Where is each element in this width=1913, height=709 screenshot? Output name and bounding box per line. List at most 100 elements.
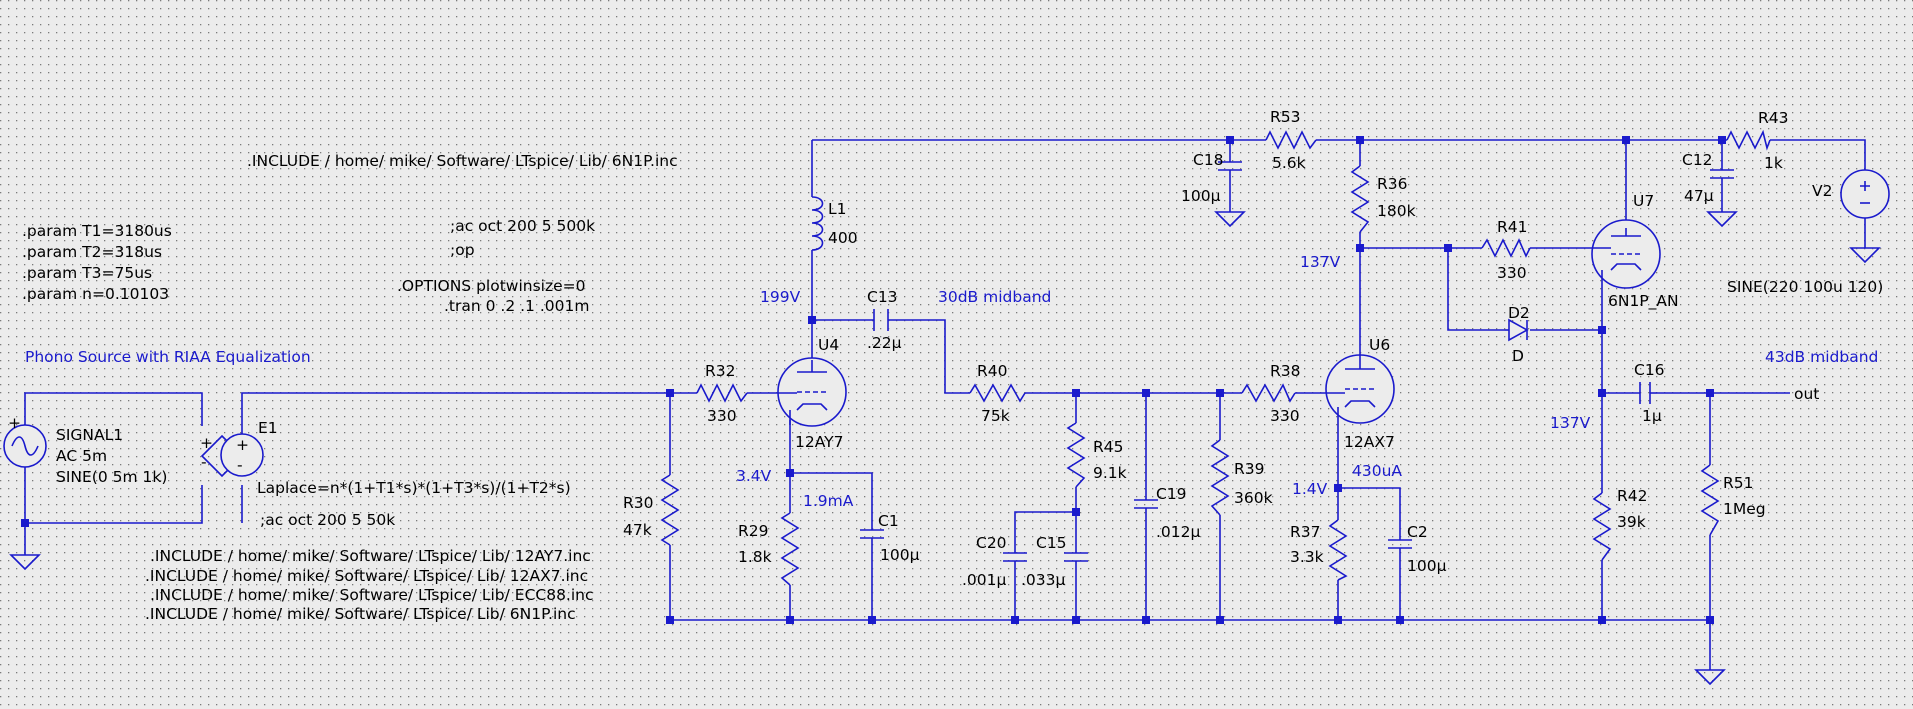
signal1-source[interactable]: +: [3, 414, 47, 468]
c19-name[interactable]: C19: [1156, 485, 1187, 503]
c12-value[interactable]: 47µ: [1684, 187, 1714, 205]
r43-value[interactable]: 1k: [1764, 154, 1783, 172]
midband-43db-comment[interactable]: 43dB midband: [1765, 348, 1878, 366]
r40-resistor[interactable]: [969, 383, 1026, 403]
r39-value[interactable]: 360k: [1234, 489, 1273, 507]
u7-triode[interactable]: [1582, 219, 1661, 300]
r51-value[interactable]: 1Meg: [1723, 500, 1766, 518]
r43-name[interactable]: R43: [1758, 109, 1789, 127]
u7-name[interactable]: U7: [1633, 192, 1654, 210]
c18-capacitor[interactable]: [1218, 148, 1242, 171]
c18-name[interactable]: C18: [1193, 151, 1224, 169]
param-t2-directive[interactable]: .param T2=318us: [22, 243, 162, 261]
c12-name[interactable]: C12: [1682, 151, 1713, 169]
c2-capacitor[interactable]: [1388, 539, 1412, 562]
c15-name[interactable]: C15: [1036, 534, 1067, 552]
u4-model[interactable]: 12AY7: [795, 433, 843, 451]
r51-resistor[interactable]: [1700, 464, 1720, 536]
e1-name[interactable]: E1: [258, 419, 278, 437]
r53-value[interactable]: 5.6k: [1272, 154, 1306, 172]
c20-value[interactable]: .001µ: [962, 571, 1007, 589]
d2-value[interactable]: D: [1512, 347, 1524, 365]
signal1-line2[interactable]: AC 5m: [56, 447, 107, 465]
r42-resistor[interactable]: [1592, 492, 1612, 561]
param-t1-directive[interactable]: .param T1=3180us: [22, 222, 172, 240]
r32-value[interactable]: 330: [707, 407, 737, 425]
c1-value[interactable]: 100µ: [880, 546, 920, 564]
c13-capacitor[interactable]: [873, 309, 889, 331]
ac-comment2-directive[interactable]: ;ac oct 200 5 50k: [260, 511, 395, 529]
c2-value[interactable]: 100µ: [1407, 557, 1447, 575]
r29-resistor[interactable]: [780, 512, 800, 586]
c2-name[interactable]: C2: [1407, 523, 1428, 541]
r32-resistor[interactable]: [696, 383, 748, 403]
u4-triode[interactable]: [768, 357, 847, 427]
c1-capacitor[interactable]: [860, 529, 884, 553]
c16-name[interactable]: C16: [1634, 361, 1665, 379]
c12-capacitor[interactable]: [1710, 169, 1734, 192]
d2-name[interactable]: D2: [1508, 304, 1530, 322]
c13-value[interactable]: .22µ: [867, 334, 902, 352]
r42-value[interactable]: 39k: [1617, 513, 1646, 531]
v2-name[interactable]: V2: [1812, 182, 1832, 200]
r51-name[interactable]: R51: [1723, 474, 1754, 492]
r38-resistor[interactable]: [1241, 383, 1296, 403]
options-directive[interactable]: .OPTIONS plotwinsize=0: [397, 277, 586, 295]
c20-capacitor[interactable]: [1003, 552, 1027, 575]
r40-name[interactable]: R40: [977, 362, 1008, 380]
r32-name[interactable]: R32: [705, 362, 736, 380]
c19-value[interactable]: .012µ: [1156, 523, 1201, 541]
include-12ay7-directive[interactable]: .INCLUDE / home/ mike/ Software/ LTspice…: [150, 547, 591, 565]
c1-name[interactable]: C1: [878, 512, 899, 530]
net-label-out[interactable]: out: [1794, 385, 1819, 403]
r30-resistor[interactable]: [660, 474, 680, 546]
r41-value[interactable]: 330: [1497, 264, 1527, 282]
r30-value[interactable]: 47k: [623, 521, 652, 539]
op-comment-directive[interactable]: ;op: [450, 241, 475, 259]
r38-name[interactable]: R38: [1270, 362, 1301, 380]
ac-comment-directive[interactable]: ;ac oct 200 5 500k: [450, 217, 595, 235]
param-t3-directive[interactable]: .param T3=75us: [22, 264, 152, 282]
r39-resistor[interactable]: [1210, 439, 1230, 516]
laplace-expression[interactable]: Laplace=n*(1+T1*s)*(1+T3*s)/(1+T2*s): [257, 479, 571, 497]
e1-source[interactable]: + - + -: [200, 433, 264, 478]
v2-value[interactable]: SINE(220 100u 120): [1727, 278, 1883, 296]
r53-resistor[interactable]: [1265, 130, 1317, 150]
v2-source[interactable]: [1840, 169, 1890, 219]
r38-value[interactable]: 330: [1270, 407, 1300, 425]
u6-model[interactable]: 12AX7: [1344, 433, 1395, 451]
d2-diode[interactable]: [1505, 318, 1529, 342]
l1-value[interactable]: 400: [828, 229, 858, 247]
c18-value[interactable]: 100µ: [1181, 187, 1221, 205]
r36-value[interactable]: 180k: [1377, 202, 1416, 220]
c13-name[interactable]: C13: [867, 288, 898, 306]
r42-name[interactable]: R42: [1617, 487, 1648, 505]
l1-inductor[interactable]: [811, 196, 824, 251]
c19-capacitor[interactable]: [1134, 499, 1158, 522]
r39-name[interactable]: R39: [1234, 460, 1265, 478]
r37-name[interactable]: R37: [1290, 523, 1321, 541]
c20-name[interactable]: C20: [976, 534, 1007, 552]
r37-value[interactable]: 3.3k: [1290, 548, 1324, 566]
include-12ax7-directive[interactable]: .INCLUDE / home/ mike/ Software/ LTspice…: [145, 567, 588, 585]
c16-value[interactable]: 1µ: [1642, 407, 1662, 425]
tran-directive[interactable]: .tran 0 .2 .1 .001m: [444, 297, 589, 315]
r53-name[interactable]: R53: [1270, 108, 1301, 126]
r36-resistor[interactable]: [1350, 165, 1370, 233]
r37-resistor[interactable]: [1328, 519, 1348, 581]
r45-name[interactable]: R45: [1093, 438, 1124, 456]
c16-capacitor[interactable]: [1639, 382, 1657, 404]
u6-name[interactable]: U6: [1369, 336, 1390, 354]
r40-value[interactable]: 75k: [981, 407, 1010, 425]
r29-value[interactable]: 1.8k: [738, 548, 772, 566]
u7-model[interactable]: 6N1P_AN: [1608, 292, 1679, 311]
signal1-name[interactable]: SIGNAL1: [56, 426, 123, 444]
r45-value[interactable]: 9.1k: [1093, 464, 1127, 482]
r45-resistor[interactable]: [1066, 422, 1086, 488]
include-6n1p-directive[interactable]: .INCLUDE / home/ mike/ Software/ LTspice…: [145, 605, 576, 623]
r41-resistor[interactable]: [1481, 238, 1531, 258]
signal1-line3[interactable]: SINE(0 5m 1k): [56, 468, 167, 486]
u6-triode[interactable]: [1322, 350, 1395, 424]
r36-name[interactable]: R36: [1377, 175, 1408, 193]
